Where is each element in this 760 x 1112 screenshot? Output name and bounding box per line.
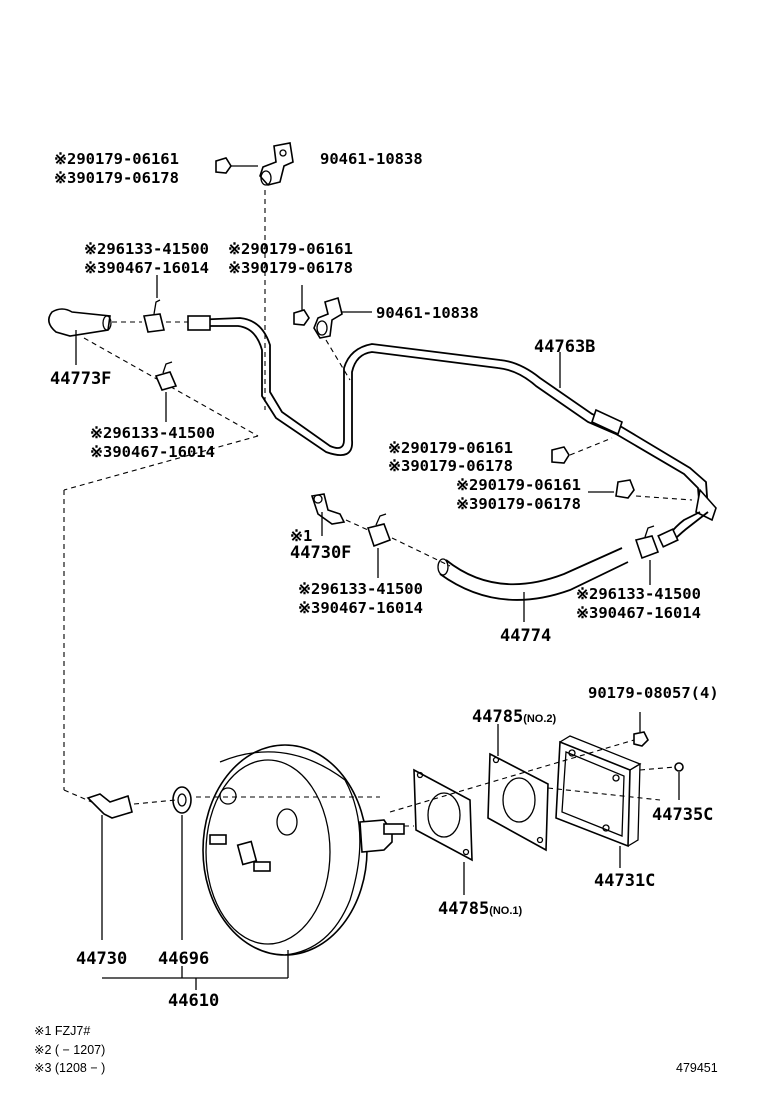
clip-a-drawing	[143, 299, 165, 333]
label-clamp-mid-opt2: ※290179-06161	[228, 240, 353, 258]
gasket-no2-number: 44785	[472, 707, 523, 727]
note-1: ※1 FZJ7#	[34, 1024, 90, 1038]
label-clip-b-opt3: ※390467-16014	[90, 443, 215, 461]
hose-main-drawing	[437, 547, 629, 601]
label-booster: 44610	[168, 991, 219, 1011]
clip-b-drawing	[154, 361, 178, 391]
label-clip-d-opt2: ※296133-41500	[576, 585, 701, 603]
clamp-r1-drawing	[551, 446, 570, 464]
clamp-r2-drawing	[615, 479, 635, 499]
check-valve-drawing	[310, 493, 346, 525]
clip-d-drawing	[634, 525, 660, 560]
gasket-no2-suffix: (NO.2)	[523, 713, 556, 725]
label-check-valve: 44730F	[290, 543, 351, 563]
label-clamp-top-opt2: ※290179-06161	[54, 150, 179, 168]
note-3: ※3 (1208 − )	[34, 1061, 105, 1075]
spacer-drawing	[555, 735, 642, 848]
label-gasket-no1: 44785(NO.1)	[438, 899, 523, 919]
booster-drawing	[202, 744, 405, 956]
label-pin: 44735C	[652, 805, 713, 825]
bracket-mid-drawing	[313, 296, 343, 339]
union-drawing	[86, 793, 133, 819]
hose-elbow-drawing	[48, 308, 112, 337]
label-tube-main: 44763B	[534, 337, 595, 357]
label-hose-main: 44774	[500, 626, 551, 646]
tube-main-drawing	[187, 315, 717, 548]
pin-drawing	[674, 762, 684, 772]
label-spacer: 44731C	[594, 871, 655, 891]
clamp-mid-drawing	[293, 309, 310, 326]
label-clamp-r2-opt2: ※290179-06161	[456, 476, 581, 494]
label-clip-d-opt3: ※390467-16014	[576, 604, 701, 622]
label-bracket-mid: 90461-10838	[376, 304, 479, 322]
note-2: ※2 ( − 1207)	[34, 1043, 105, 1057]
label-clip-b-opt2: ※296133-41500	[90, 424, 215, 442]
label-union: 44730	[76, 949, 127, 969]
label-bracket-top: 90461-10838	[320, 150, 423, 168]
label-clamp-r2-opt3: ※390179-06178	[456, 495, 581, 513]
bracket-top-drawing	[259, 142, 294, 186]
label-clamp-mid-opt3: ※390179-06178	[228, 259, 353, 277]
label-clamp-r1-opt2: ※290179-06161	[388, 439, 513, 457]
label-clip-a-opt2: ※296133-41500	[84, 240, 209, 258]
gasket-no1-drawing	[413, 768, 473, 862]
clip-c-drawing	[366, 513, 392, 548]
label-check-valve-mark: ※1	[290, 527, 312, 545]
gasket-no2-drawing	[487, 752, 549, 852]
label-clip-c-opt2: ※296133-41500	[298, 580, 423, 598]
label-gasket-no2: 44785(NO.2)	[472, 707, 557, 727]
gasket-no1-number: 44785	[438, 899, 489, 919]
drawing-number: 479451	[676, 1061, 718, 1075]
label-hose-elbow: 44773F	[50, 369, 111, 389]
label-clamp-r1-opt3: ※390179-06178	[388, 457, 513, 475]
label-grommet: 44696	[158, 949, 209, 969]
gasket-no1-suffix: (NO.1)	[489, 905, 522, 917]
label-clamp-top-opt3: ※390179-06178	[54, 169, 179, 187]
label-clip-a-opt3: ※390467-16014	[84, 259, 209, 277]
clamp-top-drawing	[215, 157, 258, 174]
label-clip-c-opt3: ※390467-16014	[298, 599, 423, 617]
nut-drawing	[633, 731, 649, 747]
grommet-drawing	[172, 786, 192, 814]
label-nut: 90179-08057(4)	[588, 684, 719, 702]
